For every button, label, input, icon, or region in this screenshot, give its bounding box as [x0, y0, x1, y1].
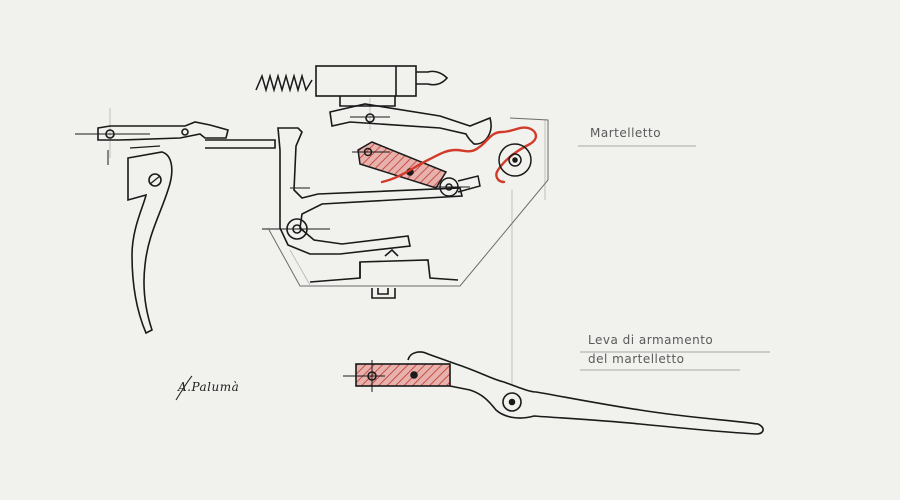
red-spring — [380, 126, 538, 184]
pivot-link — [435, 175, 481, 197]
signature: A.Palumà — [178, 380, 240, 394]
label-cocking-lever-line1: Leva di armamento — [588, 333, 714, 347]
cocking-lever-upper — [352, 141, 448, 189]
label-cocking-lever-line2: del martelletto — [588, 352, 685, 366]
label-leaders — [578, 145, 770, 371]
frame-plate — [262, 127, 464, 255]
hammer-spring — [255, 73, 313, 93]
signature-flourish — [175, 375, 193, 401]
spring-housing — [315, 65, 449, 107]
hammer-lever — [329, 103, 492, 145]
trigger-assembly — [75, 121, 276, 335]
hammer-wheel — [498, 143, 532, 177]
label-hammer: Martelletto — [590, 126, 662, 140]
frame-outline — [267, 117, 549, 287]
lower-slide — [309, 248, 459, 299]
cocking-lever-detail — [343, 351, 764, 435]
